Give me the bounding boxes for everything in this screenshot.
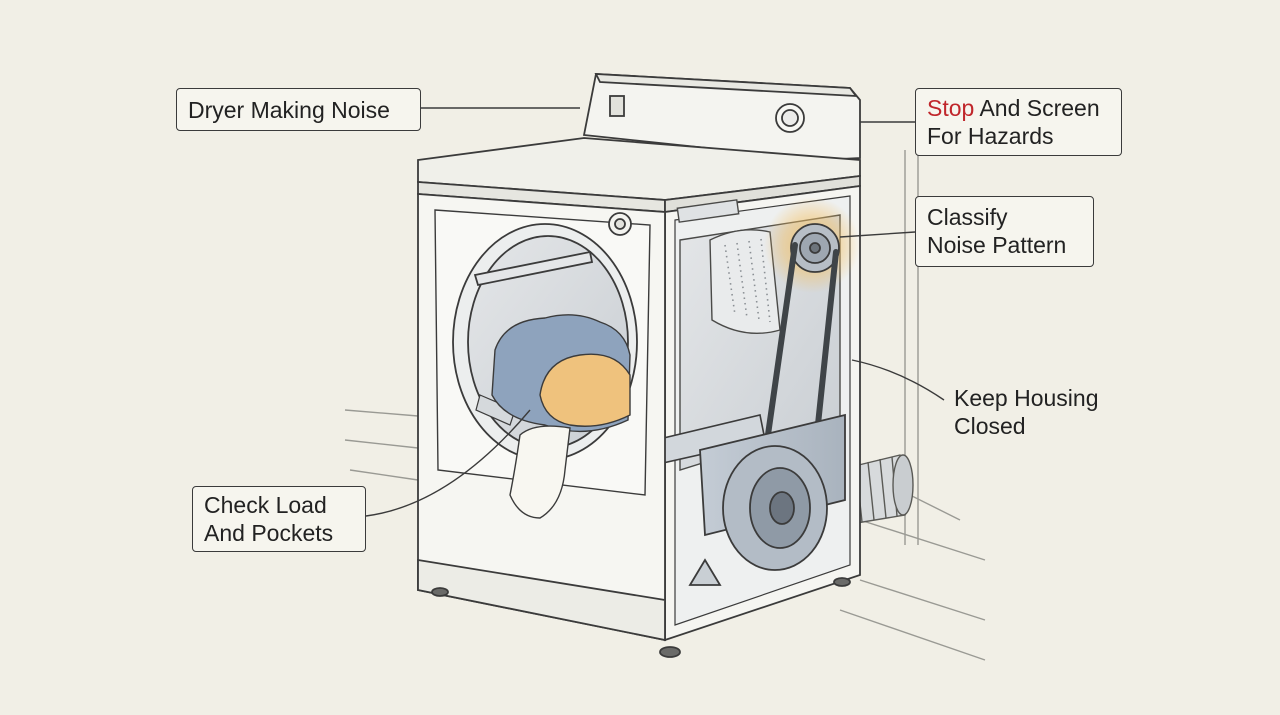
motor (688, 413, 846, 586)
callout-check-load-and-pockets: Check Load And Pockets (192, 486, 366, 552)
callout-text: Dryer Making Noise (188, 97, 390, 123)
callout-dryer-making-noise: Dryer Making Noise (176, 88, 421, 131)
callout-classify-noise-pattern: Classify Noise Pattern (915, 196, 1094, 267)
callout-line-2: Noise Pattern (927, 232, 1067, 258)
label-keep-housing-closed: Keep Housing Closed (954, 384, 1099, 440)
callout-accent-word: Stop (927, 95, 975, 121)
control-console (582, 73, 861, 161)
callout-line-2: For Hazards (927, 123, 1054, 149)
callout-line-1-rest: And Screen (974, 95, 1100, 121)
callout-line-2: And Pockets (204, 520, 334, 546)
callout-line-1: Classify (927, 204, 1008, 230)
label-line-2: Closed (954, 413, 1026, 439)
laundry-pile (491, 314, 631, 519)
leader-lines (365, 107, 945, 517)
idler-pulley (790, 223, 840, 273)
callout-stop-and-screen: Stop And Screen For Hazards (915, 88, 1122, 156)
label-line-1: Keep Housing (954, 385, 1099, 411)
callout-line-1: Stop And Screen (927, 94, 1110, 122)
callout-line-1: Check Load (204, 492, 327, 518)
